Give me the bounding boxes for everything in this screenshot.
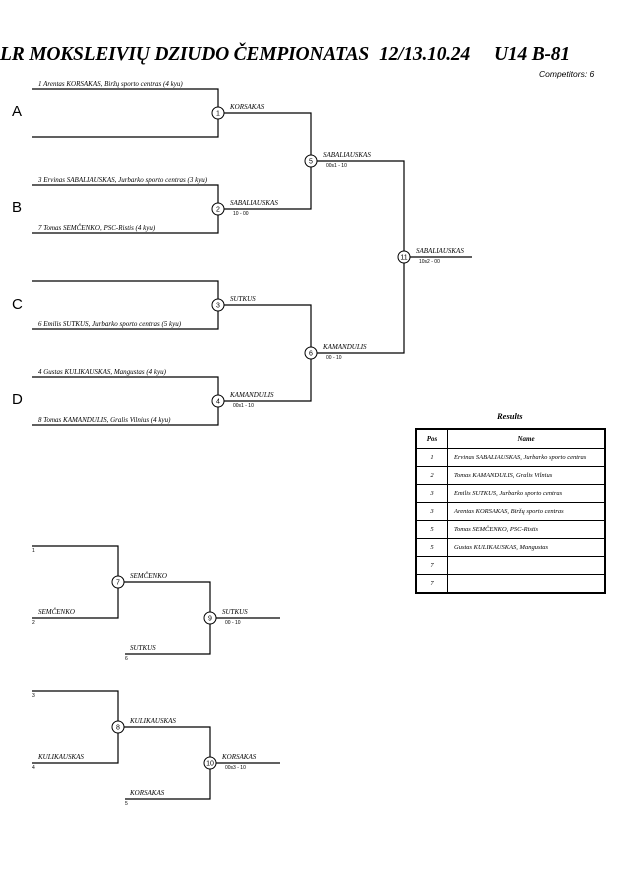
match-4: 4 [211, 394, 225, 408]
result-name [447, 556, 606, 575]
entry-4: 7 Tomas SEMČENKO, PSC-Ristis (4 kyu) [38, 224, 156, 232]
rep2-name-2: KULIKAUSKAS [37, 753, 84, 761]
competition-date: 12/13.10.24 [379, 44, 471, 65]
match-7: 7 [111, 575, 125, 589]
match-10-winner: KORSAKAS [221, 753, 257, 761]
result-name: Gustas KULIKAUSKAS, Mangustas [447, 538, 606, 557]
match-number: 3 [216, 303, 220, 310]
match-2-score: 10 - 00 [233, 211, 249, 217]
result-pos: 7 [415, 574, 448, 594]
rep1-seed-2: 2 [32, 620, 35, 626]
result-pos: 1 [415, 448, 448, 467]
table-row: 7 [415, 574, 606, 594]
repechage-1-lines [32, 545, 280, 655]
match-number: 11 [400, 255, 407, 262]
rep2-seed-1: 3 [32, 693, 35, 699]
match-number: 2 [216, 207, 220, 214]
result-pos: 7 [415, 556, 448, 575]
match-number: 7 [116, 580, 120, 587]
results-header-row: Pos Name [415, 428, 606, 449]
pool-label-b: B [12, 199, 23, 216]
result-name: Ervinas SABALIAUSKAS, Jurbarko sporto ce… [447, 448, 606, 467]
match-number: 8 [116, 725, 120, 732]
match-number: 6 [309, 351, 313, 358]
match-1-winner: KORSAKAS [229, 103, 265, 111]
match-10-score: 00s3 - 10 [225, 765, 246, 771]
pool-label-c: C [12, 296, 23, 313]
match-4-winner: KAMANDULIS [229, 391, 274, 399]
entry-7: 4 Gustas KULIKAUSKAS, Mangustas (4 kyu) [38, 368, 167, 376]
weight-category: U14 B-81 [494, 44, 570, 65]
match-5: 5 [304, 154, 318, 168]
pool-label-a: A [12, 103, 23, 120]
match-6-score: 00 - 10 [326, 355, 342, 361]
match-2: 2 [211, 202, 225, 216]
rep1-third-name: SUTKUS [130, 644, 156, 652]
result-pos: 5 [415, 520, 448, 539]
rep1-seed-1: 1 [32, 548, 35, 554]
rep2-third-seed: 5 [125, 801, 128, 807]
final-score: 10s2 - 00 [419, 259, 440, 265]
entry-1: 1 Arentas KORSAKAS, Biržų sporto centras… [38, 80, 183, 88]
rep1-third-seed: 6 [125, 656, 128, 662]
match-3-winner: SUTKUS [230, 295, 256, 303]
entry-6: 6 Emilis SUTKUS, Jurbarko sporto centras… [38, 320, 182, 328]
match-1: 1 [211, 106, 225, 120]
result-name: Tomas SEMČENKO, PSC-Ristis [447, 520, 606, 539]
rep2-third-name: KORSAKAS [129, 789, 165, 797]
competition-name: LR MOKSLEIVIŲ DZIUDO ČEMPIONATAS [0, 44, 370, 65]
table-row: 7 [415, 556, 606, 575]
match-11-final: 11 [397, 250, 411, 264]
result-pos: 5 [415, 538, 448, 557]
match-6: 6 [304, 346, 318, 360]
result-pos: 3 [415, 502, 448, 521]
match-6-winner: KAMANDULIS [322, 343, 367, 351]
repechage-2-lines [32, 690, 280, 800]
final-winner: SABALIAUSKAS [416, 247, 464, 255]
result-name: Arentas KORSAKAS, Biržų sporto centras [447, 502, 606, 521]
match-8-winner: KULIKAUSKAS [129, 717, 176, 725]
result-name: Tomas KAMANDULIS, Gralis Vilnius [447, 466, 606, 485]
match-8: 8 [111, 720, 125, 734]
rep2-seed-2: 4 [32, 765, 35, 771]
result-pos: 3 [415, 484, 448, 503]
match-number: 10 [206, 761, 214, 768]
match-4-score: 00s1 - 10 [233, 403, 254, 409]
result-pos: 2 [415, 466, 448, 485]
pos-header: Pos [415, 428, 448, 449]
match-7-winner: SEMČENKO [130, 572, 167, 580]
entry-8: 8 Tomas KAMANDULIS, Gralis Vilnius (4 ky… [38, 416, 171, 424]
pool-label-d: D [12, 391, 23, 408]
match-3: 3 [211, 298, 225, 312]
page-title: LR MOKSLEIVIŲ DZIUDO ČEMPIONATAS 12/13.10… [0, 44, 630, 66]
results-title: Results [497, 411, 523, 421]
entry-3: 3 Ervinas SABALIAUSKAS, Jurbarko sporto … [37, 176, 208, 184]
match-5-winner: SABALIAUSKAS [323, 151, 371, 159]
match-2-winner: SABALIAUSKAS [230, 199, 278, 207]
match-number: 1 [216, 111, 220, 118]
match-9-winner: SUTKUS [222, 608, 248, 616]
result-name [447, 574, 606, 594]
match-9-score: 00 - 10 [225, 620, 241, 626]
match-number: 9 [208, 616, 212, 623]
match-number: 5 [309, 159, 313, 166]
match-10: 10 [203, 756, 217, 770]
competitors-count: Competitors: 6 [539, 69, 595, 79]
match-9: 9 [203, 611, 217, 625]
name-header: Name [447, 428, 606, 449]
match-number: 4 [216, 399, 220, 406]
match-5-score: 00s1 - 10 [326, 163, 347, 169]
result-name: Emilis SUTKUS, Jurbarko sporto centras [447, 484, 606, 503]
rep1-name-2: SEMČENKO [38, 608, 75, 616]
